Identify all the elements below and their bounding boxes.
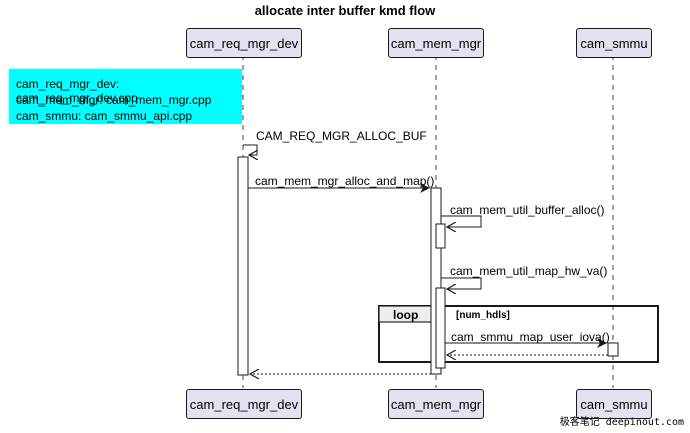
diagram-title: allocate inter buffer kmd flow: [254, 3, 436, 18]
activation-cam-mem-mgr: [430, 187, 442, 375]
participant-cam-req-mgr-dev-top: cam_req_mgr_dev: [186, 28, 302, 58]
participant-cam-smmu-top: cam_smmu: [576, 28, 652, 58]
activation-cam-smmu: [607, 342, 619, 357]
activation-buffer-alloc: [435, 223, 446, 249]
loop-condition: [num_hdls]: [456, 310, 510, 321]
participant-cam-mem-mgr-bottom: cam_mem_mgr: [388, 389, 484, 419]
participant-cam-smmu-bottom: cam_smmu: [576, 389, 652, 419]
message-map-hw-va: cam_mem_util_map_hw_va(): [450, 264, 608, 278]
note-line-mem-mgr: cam_mem_mgr: cam_mem_mgr.cpp: [16, 93, 212, 107]
activation-map-hw-va: [435, 287, 446, 369]
file-mapping-note: cam_req_mgr_dev: cam_req_mgr_dev.cpp cam…: [9, 69, 242, 124]
arrow-alloc-buf: [243, 144, 257, 155]
loop-keyword: loop: [393, 308, 419, 322]
message-map-user-iova: cam_smmu_map_user_iova(): [451, 330, 610, 344]
message-alloc-and-map: cam_mem_mgr_alloc_and_map(): [255, 174, 435, 188]
participant-cam-req-mgr-dev-bottom: cam_req_mgr_dev: [186, 389, 302, 419]
participant-cam-mem-mgr-top: cam_mem_mgr: [388, 28, 484, 58]
watermark: 极客笔记 deepinout.com: [559, 417, 684, 428]
arrow-map-hw-va: [441, 277, 482, 289]
arrow-buffer-alloc: [441, 215, 482, 227]
activation-cam-req-mgr-dev: [237, 156, 249, 376]
message-buffer-alloc: cam_mem_util_buffer_alloc(): [450, 203, 605, 217]
loop-frame: [378, 305, 659, 363]
note-line-req-mgr: cam_req_mgr_dev: cam_req_mgr_dev.cpp: [16, 77, 138, 105]
note-line-smmu: cam_smmu: cam_smmu_api.cpp: [16, 109, 193, 123]
message-alloc-buf: CAM_REQ_MGR_ALLOC_BUF: [256, 129, 427, 143]
